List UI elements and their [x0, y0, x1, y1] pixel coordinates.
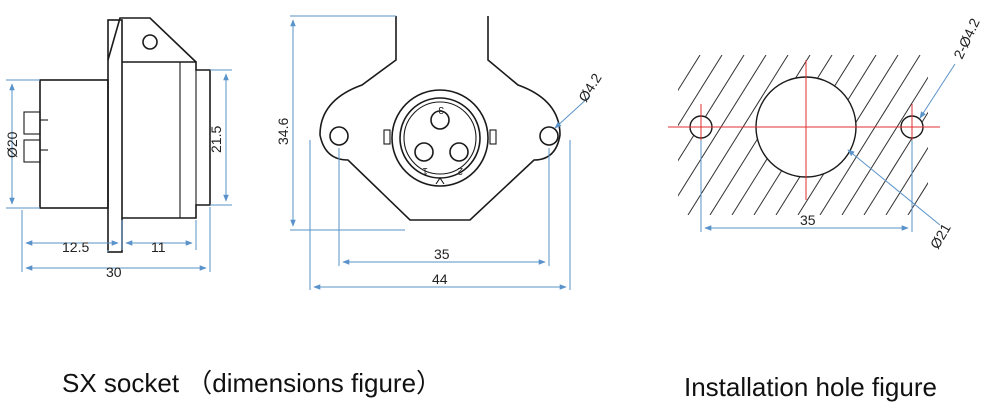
- hatch-line: [678, 55, 723, 127]
- front-dim-hole: Ø4.2: [575, 70, 605, 104]
- hatch-line: [907, 182, 928, 215]
- side-dim-height: 21.5: [208, 126, 224, 153]
- pin-1: [414, 142, 434, 162]
- pin-label-3: 3: [438, 104, 444, 115]
- install-dim-hole-spacing: 35: [800, 212, 816, 228]
- side-dim-diameter: Ø20: [4, 131, 20, 158]
- hatch-line: [885, 146, 928, 215]
- hatch-line: [841, 76, 928, 215]
- mounting-hole-right: [539, 126, 559, 146]
- caption-dimensions-figure: SX socket （dimensions figure）: [62, 368, 442, 398]
- hatch-line: [930, 55, 1000, 215]
- install-dim-bore: Ø21: [927, 220, 954, 251]
- side-dim-rear-depth: 11: [151, 239, 166, 255]
- pin-2: [449, 142, 469, 162]
- mounting-hole-left: [329, 126, 349, 146]
- side-view: Ø20 21.5 12.5 11 30: [4, 17, 232, 280]
- front-view: 3 1 2 34.6 Ø4.2 35 44: [275, 15, 605, 290]
- pin-3: [430, 110, 450, 130]
- hatch-line: [952, 55, 1000, 215]
- caption-installation-hole-figure: Installation hole figure: [684, 372, 937, 402]
- side-dim-front-depth: 12.5: [62, 239, 89, 255]
- pin-label-2: 2: [457, 165, 463, 176]
- pin-label-1: 1: [422, 165, 428, 176]
- install-dim-holes: 2-Ø4.2: [950, 16, 983, 62]
- front-dim-width: 44: [432, 271, 448, 287]
- hatch-line: [819, 55, 921, 215]
- hatch-line: [678, 55, 701, 92]
- hatch-line: [687, 55, 789, 215]
- front-dim-height: 34.6: [275, 118, 291, 145]
- front-dim-hole-spacing: 35: [434, 246, 450, 262]
- installation-view: 2-Ø4.2 Ø21 35: [668, 16, 1000, 252]
- hatch-line: [678, 55, 767, 197]
- side-dim-total-depth: 30: [106, 264, 122, 280]
